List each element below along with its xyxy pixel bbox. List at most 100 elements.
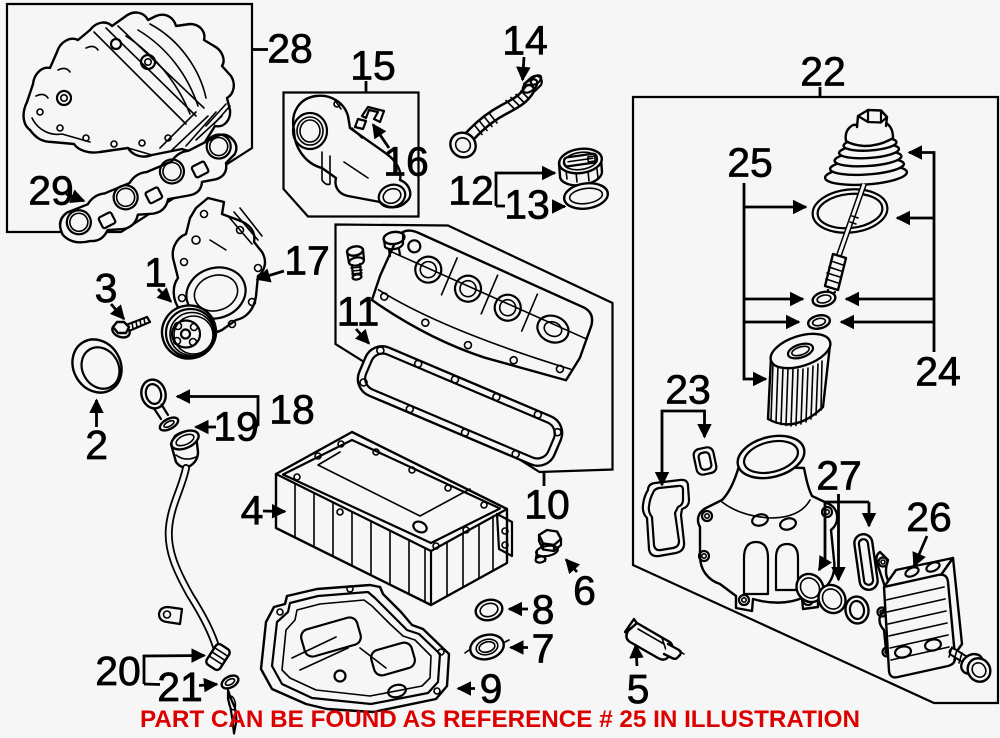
leader-25 (742, 183, 768, 387)
callout-19: 19 (213, 404, 259, 450)
part-upper-oil-pan-shape (462, 526, 470, 534)
callout-1: 1 (144, 250, 167, 296)
part-breather-hose-shape (473, 90, 530, 136)
part-manifold-gasket-shape (144, 186, 164, 205)
part-lower-oil-pan-shape (333, 669, 347, 683)
part-filter-cap-stem-shape (836, 183, 866, 259)
part-dipstick-assembly-shape (166, 465, 220, 653)
part-cap-plug-shape (382, 234, 405, 251)
leader-6 (564, 558, 581, 575)
part-crankshaft-pulley-shape (188, 337, 198, 347)
part-valve-cover-gasket-shape (553, 427, 562, 437)
part-sealant-tube-shape (625, 621, 674, 661)
part-clip-shape (360, 105, 386, 124)
part-filter-cap-oring-shape (816, 192, 884, 230)
callout-22: 22 (800, 49, 846, 95)
part-pulley-bolt-shape (131, 317, 146, 330)
part-lower-oil-pan-shape (270, 590, 442, 706)
part-upper-oil-pan-shape (314, 452, 322, 460)
part-manifold-gasket-shape (190, 160, 210, 179)
callout-13: 13 (504, 182, 550, 228)
part-oil-filler-cap-shape (565, 168, 599, 183)
callout-9: 9 (480, 666, 503, 712)
part-small-oring-2 (806, 314, 832, 330)
leader-21 (198, 677, 219, 693)
part-intake-manifold (22, 11, 235, 158)
leader-14 (516, 56, 531, 82)
part-upper-oil-pan-shape (317, 451, 471, 517)
callout-15: 15 (350, 43, 396, 89)
callout-28: 28 (267, 26, 313, 72)
part-small-oring-1 (811, 290, 837, 308)
part-oil-filler-cap-shape-shape (586, 155, 596, 163)
part-intake-manifold-shape (35, 45, 99, 99)
part-manifold-gasket-shape (158, 158, 186, 185)
part-dipstick-assembly-shape (224, 677, 236, 687)
callout-10: 10 (524, 482, 570, 528)
part-upper-oil-pan-shape (412, 520, 428, 534)
part-pulley-bolt (111, 315, 152, 339)
part-cooler-seal-shape (853, 532, 879, 592)
part-oil-cooler-shape (893, 645, 913, 659)
part-intake-manifold-shape (138, 139, 146, 147)
part-cooler-bolt (948, 646, 992, 683)
part-oil-filler-cap-shape (562, 152, 599, 168)
part-intake-manifold-shape (82, 134, 90, 142)
callout-4: 4 (241, 488, 264, 534)
part-dipstick-tab-shape (157, 605, 184, 626)
part-breather-hose-shape (529, 74, 543, 86)
part-plug-shape (351, 273, 363, 281)
part-valve-cover-shape-shape (419, 260, 438, 279)
part-drain-plug (534, 528, 563, 564)
part-oil-cooler (875, 550, 964, 679)
part-valve-cover-shape-shape (414, 255, 443, 284)
part-intake-manifold-shape (125, 23, 207, 115)
part-oil-filter-element-shape (770, 360, 823, 427)
part-cooler-seal (844, 532, 879, 625)
part-sealing-cap (71, 338, 123, 394)
part-intake-manifold-shape (31, 117, 153, 156)
part-manifold-gasket-shape (208, 136, 229, 157)
part-valve-cover-shape-shape (555, 364, 565, 374)
part-oil-filter-element-shape (786, 342, 815, 360)
part-filler-cap-seal-shape (568, 187, 604, 205)
part-oring-27b-shape (821, 588, 843, 610)
part-intake-manifold-shape (139, 53, 157, 71)
part-cap-plug (382, 230, 406, 258)
part-oil-cooler-shape (880, 559, 886, 565)
part-seal-7 (464, 633, 510, 661)
part-valve-cover-gasket-shape (511, 449, 520, 459)
callout-27: 27 (816, 453, 862, 499)
part-upper-oil-pan-shape (372, 448, 380, 456)
part-upper-oil-pan-shape (501, 527, 509, 535)
part-valve-cover-shape-shape (459, 279, 477, 298)
part-plug (345, 245, 366, 281)
leader-23 (654, 409, 712, 487)
leader-29 (65, 189, 86, 204)
part-intake-manifold-shape (109, 37, 123, 51)
part-valve-cover-gasket-shape (359, 378, 368, 387)
part-filter-housing-shape (700, 552, 707, 559)
part-crankshaft-pulley-shape (173, 315, 214, 355)
part-valve-cover-shape-shape (543, 320, 563, 338)
part-valve-cover-gasket-shape (492, 392, 501, 402)
part-upper-oil-pan-shape (336, 508, 344, 516)
callout-11: 11 (337, 289, 380, 335)
part-lower-oil-pan-shape (300, 616, 362, 658)
part-oil-filter-cap-shape (844, 121, 895, 148)
part-crankshaft-pulley (160, 304, 218, 360)
part-cooler-seal-shape-shape (857, 538, 875, 586)
leader-26 (912, 535, 929, 568)
part-crankshaft-pulley-shape (169, 311, 215, 357)
callout-29: 29 (28, 168, 74, 214)
callout-16: 16 (383, 139, 429, 185)
part-manifold-gasket-shape (112, 184, 139, 211)
part-sealant-tube (623, 617, 685, 661)
part-valve-cover-gasket-shape (460, 428, 470, 437)
part-clip (353, 105, 386, 131)
part-lower-timing-cover-shape (227, 319, 237, 329)
part-upper-oil-pan-shape (480, 501, 488, 509)
part-oil-cooler-shape (879, 609, 885, 615)
part-cap-plug-shape (387, 247, 402, 258)
